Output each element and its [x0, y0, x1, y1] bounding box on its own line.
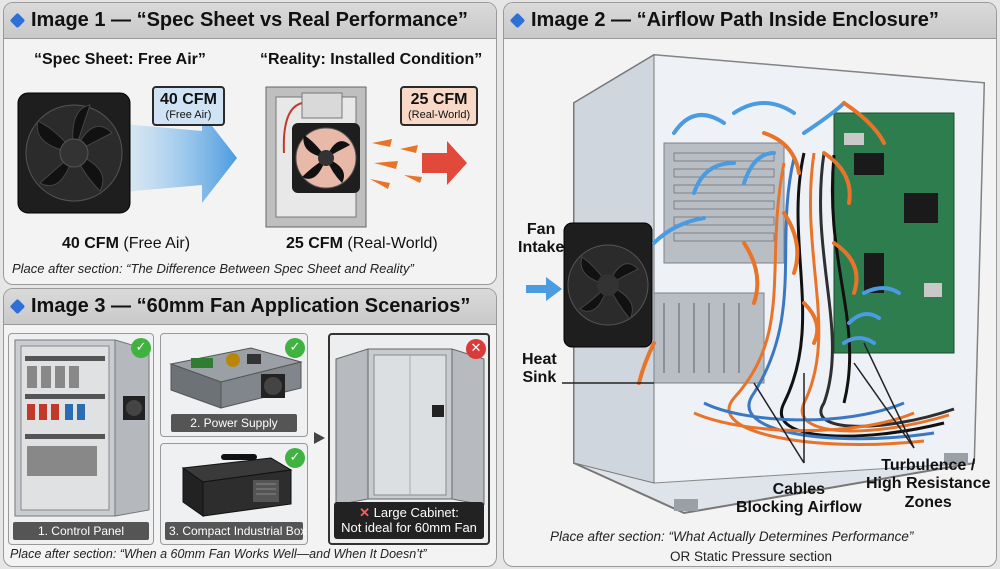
- panel-title: Image 3 — “60mm Fan Application Scenario…: [31, 295, 471, 317]
- installed-fan-illustration: [265, 86, 467, 228]
- placement-note-line-2: OR Static Pressure section: [670, 549, 833, 564]
- free-air-cfm-badge: 40 CFM (Free Air): [152, 86, 225, 126]
- power-supply-illustration: [169, 347, 303, 409]
- scenario-power-supply: ✓ 2. Power Supply: [160, 333, 308, 437]
- panel-airflow-path: Image 2 — “Airflow Path Inside Enclosure…: [503, 2, 997, 567]
- check-icon: ✓: [285, 448, 305, 468]
- caption-value: 40 CFM: [62, 235, 119, 252]
- badge-note: (Free Air): [165, 108, 212, 121]
- reality-heading: “Reality: Installed Condition”: [260, 51, 483, 68]
- free-air-caption: 40 CFM (Free Air): [62, 235, 190, 253]
- caption-value: 25 CFM: [286, 235, 343, 252]
- large-cabinet-label: ✕ Large Cabinet: Not ideal for 60mm Fan: [334, 501, 484, 539]
- cross-icon: ✕: [466, 339, 486, 359]
- panel-header: Image 3 — “60mm Fan Application Scenario…: [4, 289, 496, 325]
- enclosure-airflow-illustration: [526, 53, 986, 515]
- diamond-bullet-icon: [9, 12, 26, 29]
- fan-intake-label: Fan Intake: [518, 221, 565, 257]
- scenario-label: 3. Compact Industrial Box: [165, 522, 306, 540]
- caption-note: (Free Air): [123, 235, 191, 252]
- panel-application-scenarios: Image 3 — “60mm Fan Application Scenario…: [3, 288, 497, 567]
- scenario-compact-industrial-box: ✓ 3. Compact Industrial Box: [160, 443, 308, 545]
- placement-note-line-1: Place after section: “What Actually Dete…: [550, 529, 914, 544]
- label-line-2: Not ideal for 60mm Fan: [341, 520, 477, 536]
- panel-spec-vs-real: Image 1 — “Spec Sheet vs Real Performanc…: [3, 2, 497, 285]
- heat-sink-label: Heat Sink: [522, 351, 557, 387]
- badge-value: 25 CFM: [410, 91, 468, 108]
- real-world-caption: 25 CFM (Real-World): [286, 235, 438, 253]
- industrial-box-illustration: [181, 454, 293, 517]
- scenario-large-cabinet: ✕ ✕ Large Cabinet: Not ideal for 60mm Fa…: [328, 333, 490, 545]
- scenario-label: 1. Control Panel: [13, 522, 149, 540]
- turbulence-label: Turbulence / High Resistance Zones: [866, 457, 991, 511]
- real-world-cfm-badge: 25 CFM (Real-World): [400, 86, 479, 126]
- panel-title: Image 1 — “Spec Sheet vs Real Performanc…: [31, 9, 468, 31]
- placement-note: Place after section: “The Difference Bet…: [12, 261, 414, 276]
- scenario-label: 2. Power Supply: [171, 414, 297, 432]
- panel-header: Image 2 — “Airflow Path Inside Enclosure…: [504, 3, 996, 39]
- check-icon: ✓: [285, 338, 305, 358]
- badge-value: 40 CFM: [160, 91, 217, 108]
- control-panel-illustration: [14, 339, 150, 517]
- caption-note: (Real-World): [347, 235, 438, 252]
- diamond-bullet-icon: [509, 12, 526, 29]
- placement-note: Place after section: “When a 60mm Fan Wo…: [10, 547, 427, 561]
- large-cabinet-illustration: [335, 348, 485, 505]
- panel-title: Image 2 — “Airflow Path Inside Enclosure…: [531, 9, 939, 31]
- panel-header: Image 1 — “Spec Sheet vs Real Performanc…: [4, 3, 496, 39]
- arrow-right-icon: [314, 432, 325, 444]
- spec-sheet-heading: “Spec Sheet: Free Air”: [34, 51, 206, 68]
- free-air-fan-illustration: [17, 92, 237, 214]
- label-line-1: Large Cabinet:: [373, 504, 459, 520]
- check-icon: ✓: [131, 338, 151, 358]
- scenario-control-panel: ✓ 1. Control Panel: [8, 333, 154, 545]
- cross-small-icon: ✕: [359, 504, 374, 520]
- cables-label: Cables Blocking Airflow: [736, 481, 862, 517]
- badge-note: (Real-World): [408, 108, 471, 121]
- diamond-bullet-icon: [9, 298, 26, 315]
